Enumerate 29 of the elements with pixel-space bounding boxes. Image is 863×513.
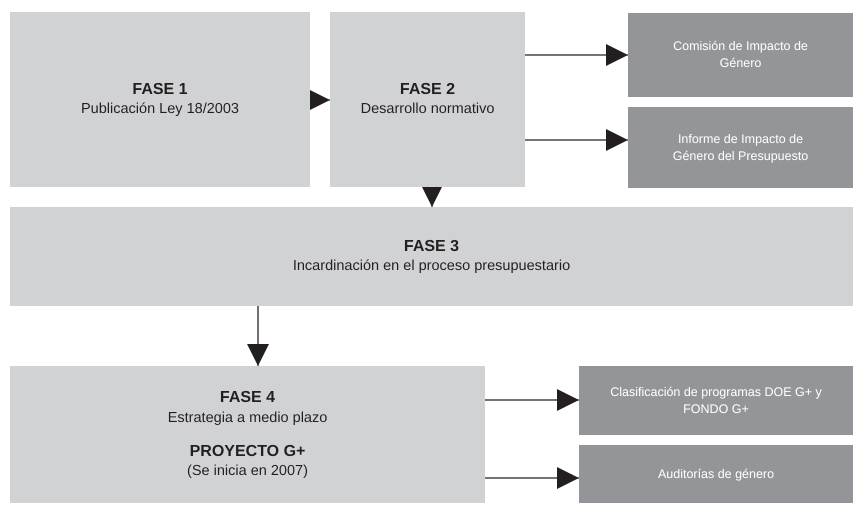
phase-description: Incardinación en el proceso presupuestario <box>292 257 570 276</box>
outcome-box <box>628 107 853 188</box>
outcome-text: Auditorías de género <box>658 466 774 482</box>
phase-title: FASE 1 <box>132 80 188 100</box>
phase-box <box>10 12 310 187</box>
outcome-text: Comisión de Impacto de Género <box>672 38 809 72</box>
phase-title: FASE 3 <box>404 236 460 257</box>
phase-description: Estrategia a medio plazo <box>168 408 328 428</box>
phase-title: PROYECTO G+ <box>190 442 306 462</box>
arrow <box>525 129 628 151</box>
phase-title: FASE 4 <box>220 388 276 408</box>
arrow <box>485 389 579 411</box>
outcome-text: Clasificación de programas DOE G+ y FONDO G+ <box>609 384 823 418</box>
arrow <box>485 467 579 489</box>
phase-description: Desarrollo normativo <box>360 100 494 120</box>
outcome-box <box>579 445 853 503</box>
arrow <box>421 185 443 207</box>
outcome-box <box>579 366 853 435</box>
outcome-box <box>628 13 853 97</box>
phase-description: (Se inicia en 2007) <box>187 462 308 482</box>
arrow <box>247 306 269 366</box>
phase-box <box>10 207 853 306</box>
phase-box <box>10 366 485 503</box>
arrow <box>308 89 330 111</box>
outcome-text: Informe de Impacto de Género del Presupuesto <box>672 130 810 164</box>
arrow <box>525 44 628 66</box>
phase-title: FASE 2 <box>400 80 456 100</box>
phase-box <box>330 12 525 187</box>
phase-description: Publicación Ley 18/2003 <box>80 100 239 120</box>
